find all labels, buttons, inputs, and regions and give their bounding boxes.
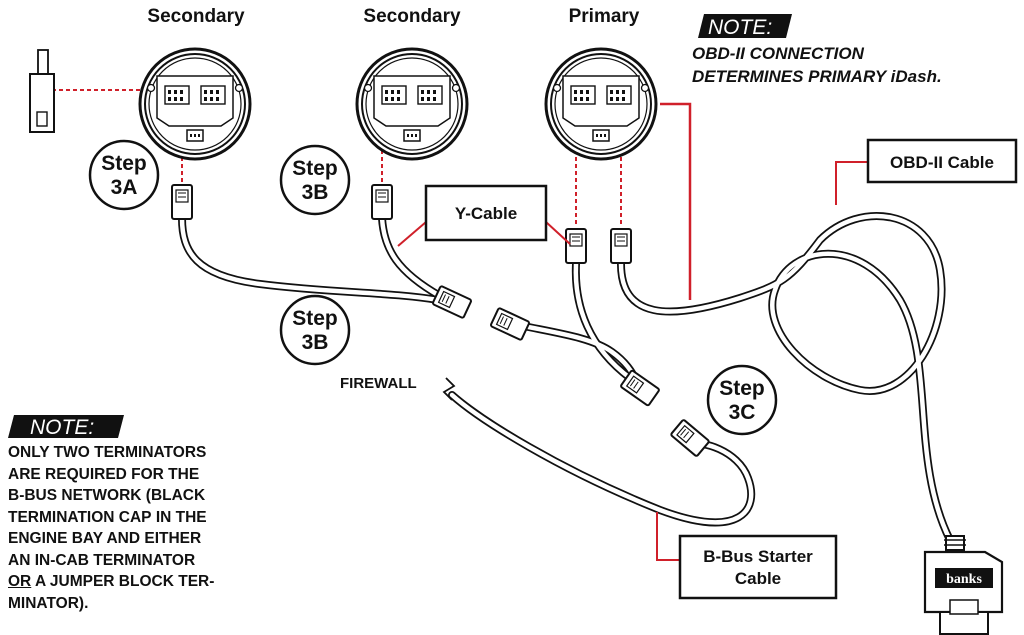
note-text: AN xyxy=(8,551,35,569)
note-emphasis: BLACK xyxy=(150,487,206,504)
note-emphasis: IN-CAB TERMINATOR xyxy=(34,551,196,569)
firewall-label: FIREWALL xyxy=(340,375,417,392)
brand-mark: banks xyxy=(946,572,982,587)
note-text: ). xyxy=(78,594,89,612)
top-note: NOTE: OBD-II CONNECTION DETERMINES PRIMA… xyxy=(660,14,942,300)
plug-primary-ycable xyxy=(565,228,587,264)
note-line: AN IN-CAB TERMINATOR xyxy=(8,550,298,572)
step-3b-mid-id: 3B xyxy=(302,331,329,354)
top-note-banner: NOTE: xyxy=(708,16,772,39)
note-line: B-BUS NETWORK (BLACK xyxy=(8,485,298,507)
step-3b-mid-badge: Step 3B xyxy=(279,294,351,366)
gauge-middle-label: Secondary xyxy=(363,6,461,27)
gauge-left-label: Secondary xyxy=(147,6,245,27)
step-3b-top-word: Step xyxy=(292,157,338,180)
bbus-label-line2: Cable xyxy=(735,569,781,588)
top-note-line1: OBD-II CONNECTION xyxy=(692,44,865,63)
terminator-note: ONLY TWO TERMINATORS ARE REQUIRED FOR TH… xyxy=(8,442,298,614)
step-3a-word: Step xyxy=(101,152,147,175)
note-emphasis: OR xyxy=(8,573,32,590)
step-3c-id: 3C xyxy=(729,401,756,424)
step-3b-top-badge: Step 3B xyxy=(279,144,351,216)
note-text: B-BUS NETWORK ( xyxy=(8,487,151,504)
note-emphasis: TERMINATION CAP xyxy=(8,508,152,526)
firewall-marker xyxy=(442,377,456,401)
y-cable-label: Y-Cable xyxy=(455,204,517,223)
note-text: IN THE xyxy=(151,508,207,526)
step-3c-word: Step xyxy=(719,377,765,400)
note-line: TERMINATION CAP IN THE xyxy=(8,507,298,529)
step-3b-top-id: 3B xyxy=(302,181,329,204)
note-text: A xyxy=(31,573,50,590)
bbus-starter-cable xyxy=(448,391,756,527)
step-3c-badge: Step 3C xyxy=(706,364,778,436)
bbus-label-line1: B-Bus Starter xyxy=(703,547,813,566)
gauge-left xyxy=(138,47,252,161)
bottom-note-banner: NOTE: xyxy=(30,416,94,439)
plug-primary-obd xyxy=(610,228,632,264)
obd-cable-callout: OBD-II Cable xyxy=(835,138,1018,205)
note-line: ENGINE BAY AND EITHER xyxy=(8,530,202,547)
note-emphasis: JUMPER BLOCK TER- xyxy=(49,573,215,590)
obd-cable-label: OBD-II Cable xyxy=(890,153,994,172)
gauge-right xyxy=(544,47,658,161)
step-3a-badge: Step 3A xyxy=(88,139,160,211)
note-line: ARE REQUIRED FOR THE xyxy=(8,465,200,483)
gauge-right-label: Primary xyxy=(569,6,640,27)
step-3b-mid-word: Step xyxy=(292,307,338,330)
plug-step3a xyxy=(171,184,193,220)
top-note-line2: DETERMINES PRIMARY iDash. xyxy=(692,67,942,86)
obd-connector: banks xyxy=(923,535,1004,635)
in-cab-terminator xyxy=(29,49,55,133)
note-line: ONLY TWO TERMINATORS xyxy=(8,444,207,461)
bottom-note-banner-shape: NOTE: xyxy=(8,415,124,439)
plug-step3b-top xyxy=(371,184,393,220)
bbus-callout: B-Bus Starter Cable xyxy=(656,512,838,600)
note-emphasis: MINATOR xyxy=(8,594,79,612)
step-3a-id: 3A xyxy=(111,176,138,199)
gauge-plug-dotted-lines xyxy=(52,89,622,226)
note-line: OR A JUMPER BLOCK TER- xyxy=(8,571,298,593)
ycable-junction-right xyxy=(489,306,531,342)
bbus-plug xyxy=(669,418,711,458)
ycable-junction-left xyxy=(431,284,473,320)
y-cable-callout: Y-Cable xyxy=(397,184,571,247)
gauge-middle xyxy=(355,47,469,161)
note-line: MINATOR). xyxy=(8,593,298,615)
